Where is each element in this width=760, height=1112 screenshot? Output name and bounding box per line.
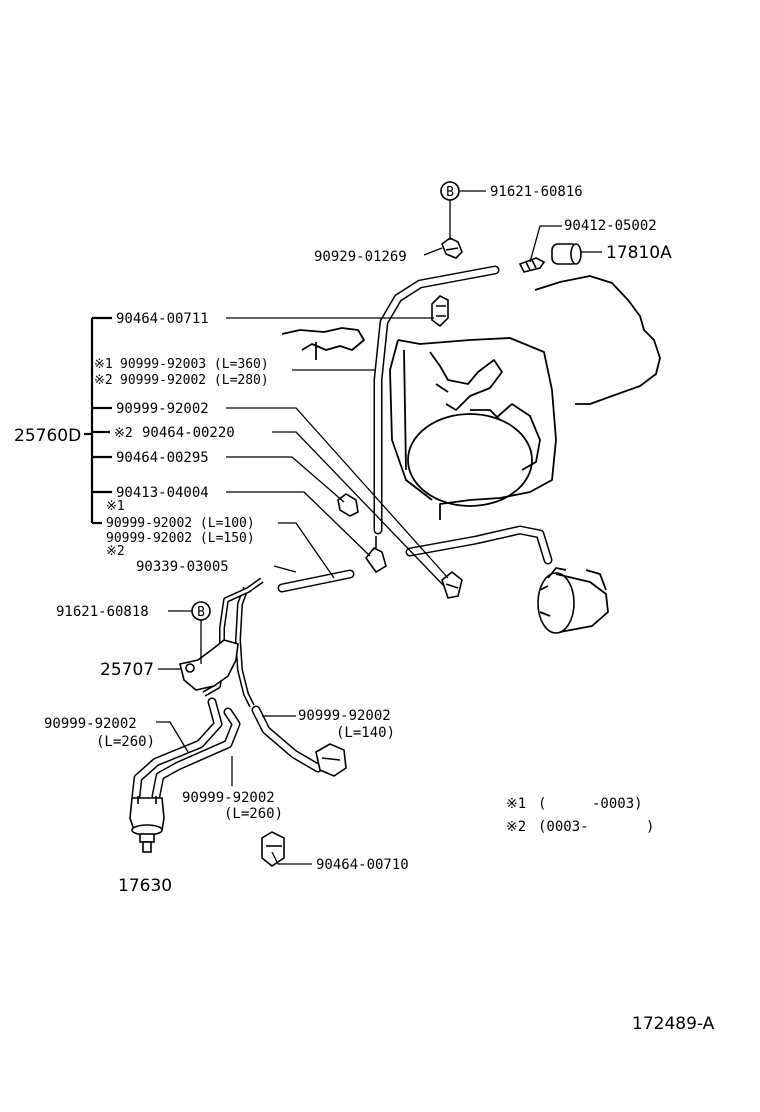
b-marker-top: B [440, 181, 460, 201]
label-90999-92002-l150: 90999-92002 (L=150) [106, 531, 255, 546]
label-25760D: 25760D [14, 426, 81, 446]
small-parts [129, 237, 582, 867]
hoses [131, 265, 553, 801]
legend-note-1-end: -0003) [592, 796, 643, 812]
clamp-90464-00710 [261, 831, 285, 867]
label-90929-01269: 90929-01269 [314, 249, 407, 265]
label-91621-60816: 91621-60816 [490, 184, 583, 200]
b-marker-text: B [197, 605, 205, 620]
label-90999-92002-right: 90999-92002 [298, 708, 391, 724]
label-l260-left: (L=260) [96, 734, 155, 750]
label-90999-92002-l100: 90999-92002 (L=100) [106, 516, 255, 531]
label-90464-00711: 90464-00711 [116, 311, 209, 327]
label-90999-92002-mid: 90999-92002 [182, 790, 275, 806]
leader-lines [84, 190, 602, 865]
note-mark-1b: ※1 [106, 499, 125, 514]
filter-17810A [551, 243, 582, 265]
legend-note-2-close: ) [646, 819, 654, 835]
label-25707: 25707 [100, 660, 154, 680]
clamp-lower-right [315, 743, 347, 777]
label-90464-00710: 90464-00710 [316, 857, 409, 873]
notes-legend: ※1 ( -0003) ※2 (0003- ) [506, 796, 654, 835]
label-91621-60818: 91621-60818 [56, 604, 149, 620]
label-90413-04004: 90413-04004 [116, 485, 209, 501]
label-90999-92002-left: 90999-92002 [44, 716, 137, 732]
hose-clamp-00711 [431, 295, 449, 328]
hose-clip-top [441, 237, 463, 259]
vacuum-switch-17630 [129, 796, 165, 853]
tee-90413-04004 [364, 536, 387, 574]
bracket-25707 [179, 639, 239, 691]
label-90464-00295: 90464-00295 [116, 450, 209, 466]
b-marker-bottom: B [191, 601, 211, 621]
label-l260-mid: (L=260) [224, 806, 283, 822]
legend-mark-1: ※1 [506, 796, 526, 812]
clamp-90464-00295 [337, 493, 359, 517]
diagram-ref-id: 172489-A [632, 1014, 715, 1034]
label-17630: 17630 [118, 876, 172, 896]
label-90339-03005: 90339-03005 [136, 559, 229, 575]
label-90464-00220: 90464-00220 [142, 425, 235, 441]
note-mark-1: ※1 [94, 357, 113, 372]
label-90999-92003-l360: 90999-92003 (L=360) [120, 357, 269, 372]
clip-90464-00220 [441, 570, 463, 599]
connector-90412 [518, 257, 546, 273]
b-marker-text: B [446, 185, 454, 200]
label-90412-05002: 90412-05002 [564, 218, 657, 234]
label-90999-92002-l280: 90999-92002 (L=280) [120, 373, 269, 388]
label-l140: (L=140) [336, 725, 395, 741]
label-90999-92002: 90999-92002 [116, 401, 209, 417]
note-mark-2c: ※2 [106, 544, 125, 559]
label-17810A: 17810A [606, 243, 672, 263]
legend-note-1-open: ( [538, 796, 546, 812]
legend-mark-2: ※2 [506, 819, 526, 835]
part-labels: 91621-60816 90412-05002 90929-01269 1781… [14, 184, 672, 896]
note-mark-2: ※2 [94, 373, 113, 388]
engine-outline [281, 275, 661, 634]
note-mark-2b: ※2 [114, 426, 133, 441]
legend-note-2-start: (0003- [538, 819, 589, 835]
